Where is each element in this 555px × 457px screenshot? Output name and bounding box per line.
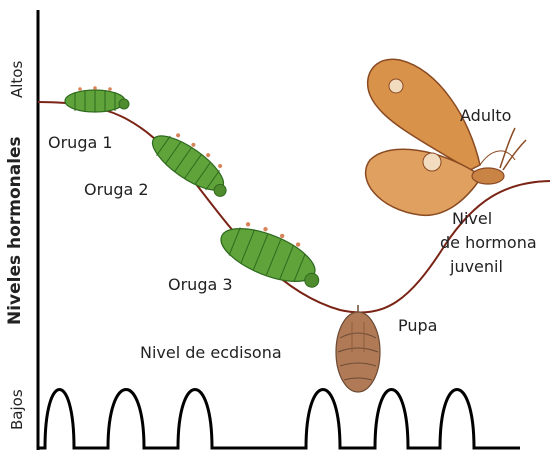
label-adult: Adulto: [460, 106, 511, 125]
label-jh-line-1: Nivel: [452, 209, 492, 228]
ecdysone-curve: [38, 388, 520, 450]
axis-high-label: Altos: [8, 61, 26, 98]
label-larva-2: Oruga 2: [84, 180, 149, 199]
label-larva-1: Oruga 1: [48, 133, 113, 152]
juvenile-hormone-curve: [37, 101, 551, 314]
moth-icon: [364, 58, 527, 217]
caterpillar-1-icon: [64, 86, 130, 113]
label-pupa: Pupa: [398, 316, 437, 335]
axis-title: Niveles hormonales: [5, 136, 25, 325]
caterpillar-3-icon: [220, 222, 320, 288]
axis-low-label: Bajos: [8, 389, 26, 430]
pupa-icon: [335, 305, 381, 393]
label-ecdysone: Nivel de ecdisona: [140, 343, 282, 362]
label-larva-3: Oruga 3: [168, 275, 233, 294]
caterpillar-2-icon: [151, 133, 227, 197]
label-jh-line-2: de hormona: [440, 233, 537, 252]
label-jh-line-3: juvenil: [449, 257, 503, 276]
